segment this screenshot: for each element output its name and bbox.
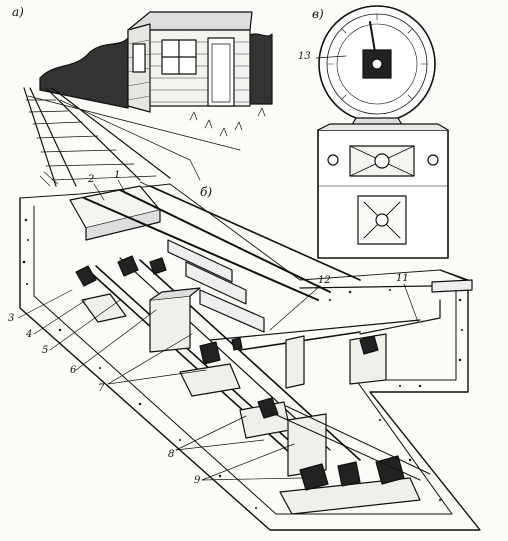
hedge-right xyxy=(247,33,273,105)
rail-left xyxy=(83,197,319,301)
panel-a-scene xyxy=(23,11,273,187)
callout-11: 11 xyxy=(396,273,409,284)
panel-label-b: б) xyxy=(200,185,213,199)
weighing-platform xyxy=(69,181,361,333)
panel-label-a: а) xyxy=(12,5,24,19)
control-booth xyxy=(127,11,253,113)
foundation-outline xyxy=(19,197,481,531)
callout-9: 9 xyxy=(194,475,201,486)
railway-tracks xyxy=(23,87,241,187)
callout-5: 5 xyxy=(42,345,49,356)
dial-mechanism xyxy=(362,49,392,79)
panel-b-mechanism xyxy=(17,55,481,531)
callout-12: 12 xyxy=(318,275,331,286)
hedge xyxy=(39,37,129,109)
transfer-rod xyxy=(359,299,441,335)
weighing-cabinet xyxy=(317,123,449,259)
callout-3: 3 xyxy=(8,313,15,324)
callout-1: 1 xyxy=(114,170,121,181)
rail-right xyxy=(119,189,331,293)
callout-6: 6 xyxy=(70,365,77,376)
callout-7: 7 xyxy=(98,383,105,394)
callout-13: 13 xyxy=(298,51,311,62)
callout-2: 2 xyxy=(88,174,95,185)
booth-side-window xyxy=(132,43,146,73)
panel-v-dial-scale xyxy=(317,5,449,259)
panel-label-v: в) xyxy=(312,7,324,21)
leader-lines xyxy=(17,55,419,481)
callout-4: 4 xyxy=(26,329,33,340)
callout-8: 8 xyxy=(168,449,175,460)
